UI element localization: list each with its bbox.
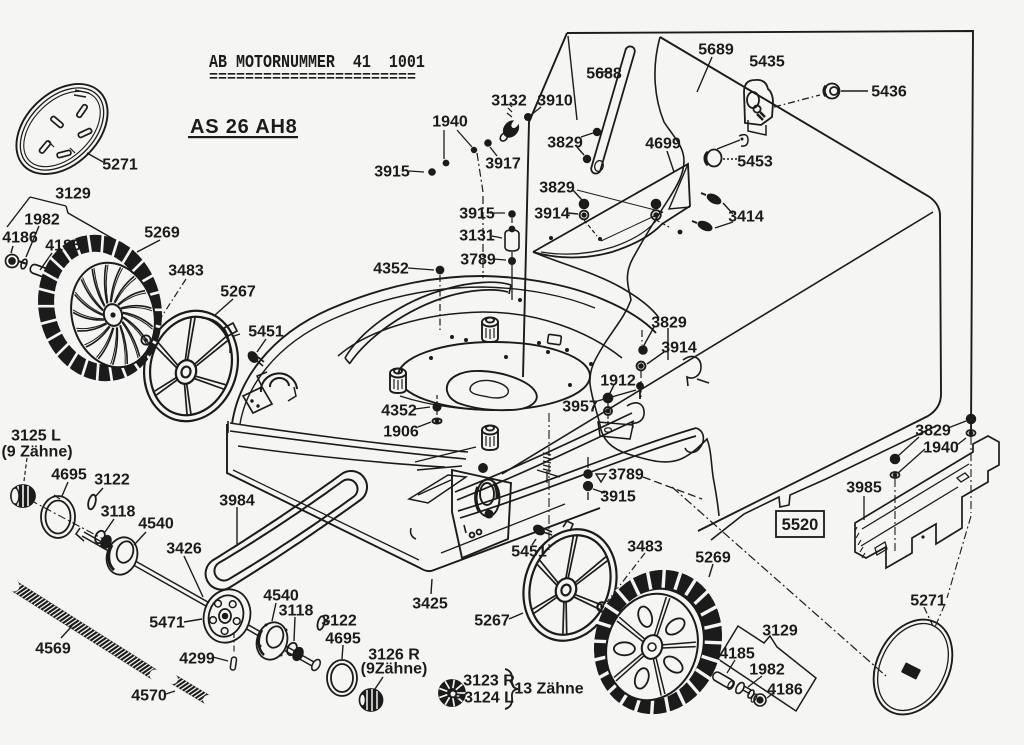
svg-text:3414: 3414 [728, 209, 764, 226]
svg-text:5453: 5453 [737, 154, 773, 171]
svg-text:3789: 3789 [460, 252, 496, 269]
svg-text:1982: 1982 [24, 212, 60, 229]
svg-text:5435: 5435 [749, 54, 785, 71]
svg-text:4569: 4569 [35, 641, 71, 658]
svg-text:3426: 3426 [166, 541, 202, 558]
svg-text:5451: 5451 [511, 544, 547, 561]
svg-text:3118: 3118 [279, 603, 314, 620]
svg-text:3829: 3829 [539, 180, 575, 197]
svg-text:3915: 3915 [374, 164, 410, 181]
svg-text:4186: 4186 [767, 682, 803, 699]
svg-text:AB MOTORNUMMER 41 1001: AB MOTORNUMMER 41 1001 [209, 53, 425, 74]
svg-text:4352: 4352 [373, 261, 409, 278]
svg-text:3129: 3129 [55, 186, 91, 203]
svg-text:13 Zähne: 13 Zähne [514, 681, 583, 698]
svg-text:5267: 5267 [220, 284, 256, 301]
svg-text:4185: 4185 [45, 238, 81, 255]
svg-text:4352: 4352 [381, 403, 417, 420]
svg-text:4570: 4570 [131, 688, 167, 705]
svg-text:(9Zähne): (9Zähne) [361, 661, 428, 678]
svg-text:1906: 1906 [383, 424, 419, 441]
svg-text:4695: 4695 [325, 631, 361, 648]
svg-text:5520: 5520 [782, 516, 819, 534]
svg-text:3122: 3122 [321, 613, 357, 630]
svg-text:4699: 4699 [645, 136, 681, 153]
svg-text:1940: 1940 [923, 440, 959, 457]
svg-text:3829: 3829 [915, 423, 951, 440]
svg-text:3123 R: 3123 R [463, 673, 515, 690]
svg-text:4540: 4540 [263, 588, 299, 605]
svg-text:3829: 3829 [547, 135, 583, 152]
svg-text:4540: 4540 [138, 516, 174, 533]
svg-text:AS 26 AH8: AS 26 AH8 [190, 116, 298, 138]
svg-text:5267: 5267 [474, 613, 510, 630]
svg-text:3957: 3957 [562, 399, 598, 416]
svg-text:5471: 5471 [149, 615, 185, 632]
svg-text:3124 L: 3124 L [464, 690, 514, 707]
svg-text:3483: 3483 [168, 263, 204, 280]
svg-text:3914: 3914 [661, 340, 697, 357]
svg-text:3984: 3984 [219, 493, 255, 510]
svg-text:3829: 3829 [651, 315, 687, 332]
svg-text:3917: 3917 [485, 156, 521, 173]
svg-text:1982: 1982 [749, 662, 785, 679]
svg-text:3914: 3914 [534, 206, 570, 223]
svg-text:3985: 3985 [846, 480, 882, 497]
svg-text:(9 Zähne): (9 Zähne) [1, 444, 72, 461]
svg-text:3132: 3132 [491, 93, 527, 110]
svg-text:5271: 5271 [910, 593, 946, 610]
svg-text:4185: 4185 [719, 646, 755, 663]
svg-text:5269: 5269 [695, 550, 731, 567]
svg-text:3425: 3425 [412, 596, 448, 613]
svg-text:1940: 1940 [432, 114, 468, 131]
svg-text:5688: 5688 [586, 66, 622, 83]
svg-text:5451: 5451 [248, 324, 284, 341]
svg-text:3125 L: 3125 L [11, 428, 61, 445]
svg-text:5271: 5271 [102, 157, 138, 174]
svg-text:5436: 5436 [871, 84, 907, 101]
svg-text:1912: 1912 [600, 373, 636, 390]
svg-text:5689: 5689 [698, 42, 734, 59]
svg-text:3915: 3915 [459, 206, 495, 223]
svg-text:3118: 3118 [101, 504, 136, 521]
svg-text:3129: 3129 [762, 623, 798, 640]
svg-text:3126 R: 3126 R [368, 647, 420, 664]
svg-text:4695: 4695 [51, 467, 87, 484]
svg-text:3915: 3915 [600, 489, 636, 506]
svg-text:3789: 3789 [608, 467, 644, 484]
svg-text:5269: 5269 [144, 225, 180, 242]
svg-text:4299: 4299 [179, 651, 215, 668]
svg-text:4186: 4186 [2, 230, 38, 247]
svg-text:3910: 3910 [537, 93, 573, 110]
svg-text:3122: 3122 [94, 472, 130, 489]
svg-text:3483: 3483 [627, 539, 663, 556]
svg-text:3131: 3131 [459, 228, 495, 245]
svg-text:=======================: ======================= [209, 69, 416, 86]
